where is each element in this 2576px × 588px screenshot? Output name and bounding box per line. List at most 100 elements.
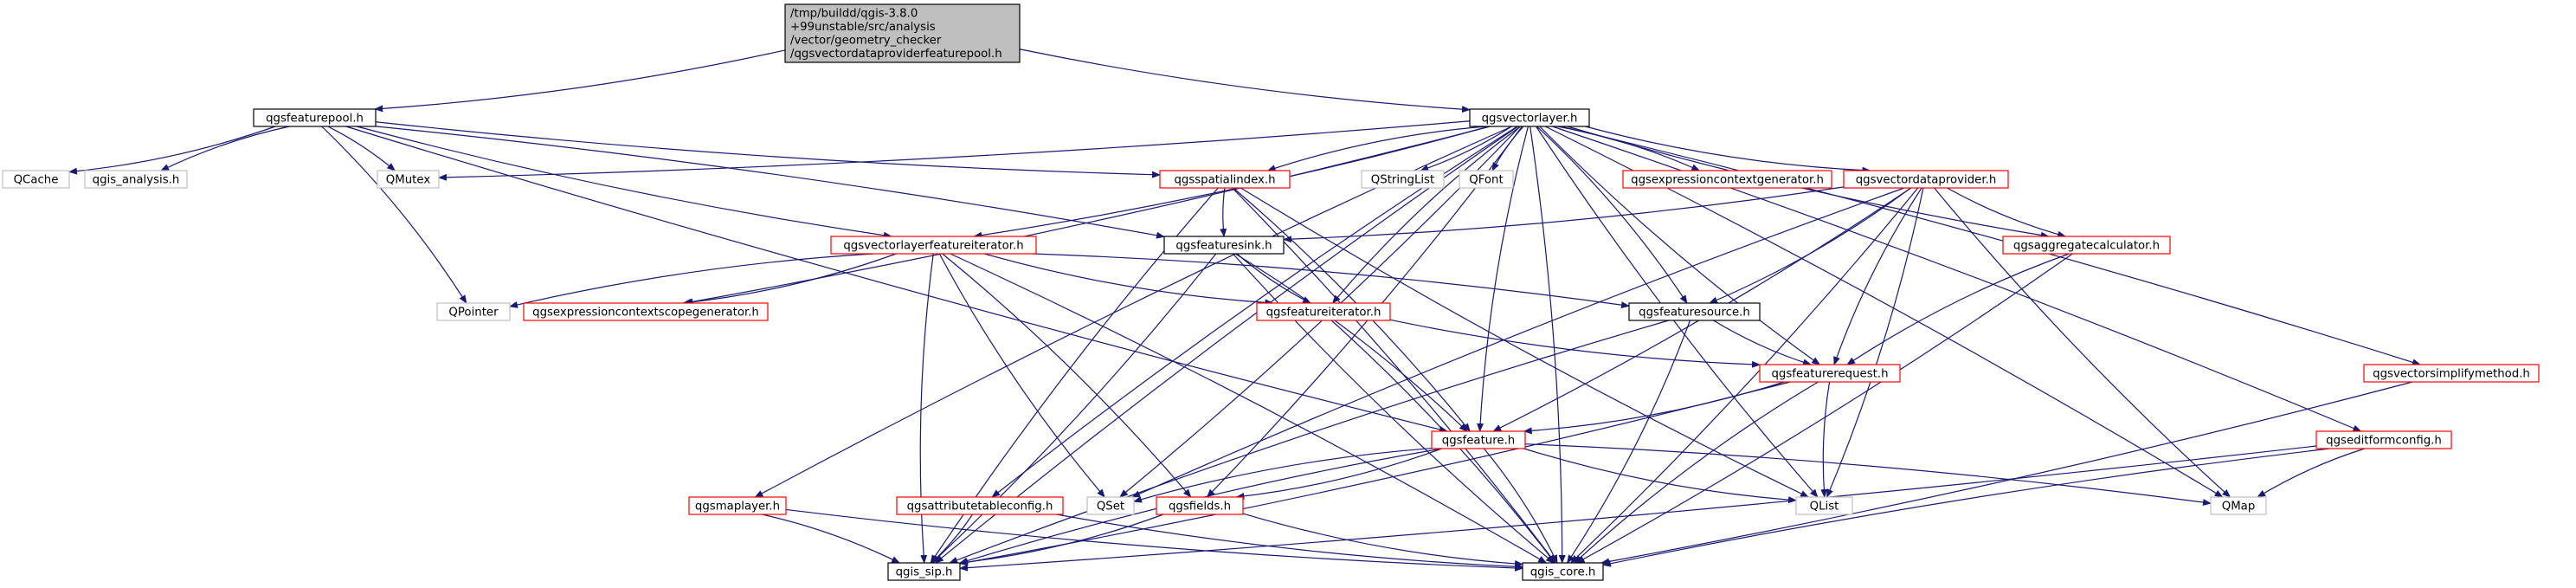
node-qgsfeatureiterator[interactable]: qgsfeatureiterator.h [1256, 302, 1391, 321]
node-label-qgsfeature: qgsfeature.h [1442, 434, 1515, 447]
node-label-qgsfeatureiterator: qgsfeatureiterator.h [1266, 306, 1381, 319]
edge-qgsvectorsimplifymethod-to-qgis_core [1600, 381, 2413, 565]
node-qcache: QCache [2, 170, 70, 189]
edge-qgsfeaturepool-to-qpointer [321, 126, 467, 304]
node-label-qgsvectordataprovider: qgsvectordataprovider.h [1856, 173, 1997, 186]
edge-qgsvectorlayer-to-qgis_core [1530, 126, 1566, 564]
edge-qgsvectorlayer-to-qmutex [438, 120, 1471, 181]
node-qgsfeature[interactable]: qgsfeature.h [1431, 430, 1526, 449]
edge-qgsvectorlayer-to-qgsfeaturerequest [1539, 126, 1821, 365]
node-box-qgsfeatureiterator [1256, 302, 1391, 321]
node-label-qgsmaplayer: qgsmaplayer.h [695, 500, 780, 513]
node-qgsfields[interactable]: qgsfields.h [1156, 496, 1244, 515]
node-box-qgis_core [1522, 562, 1604, 581]
node-qgis_sip[interactable]: qgis_sip.h [887, 562, 961, 581]
node-box-qgsvectorlayerfeatureiterator [830, 236, 1037, 255]
node-box-qgseditformconfig [2315, 430, 2452, 449]
node-qgseditformconfig[interactable]: qgseditformconfig.h [2315, 430, 2452, 449]
node-box-qgsexpressioncontextgenerator [1622, 170, 1832, 189]
node-box-qgsspatialindex [1159, 170, 1291, 189]
edge-qgsfields-to-qgis_sip [959, 514, 1164, 566]
edge-qgsfeatureiterator-to-qgsfeaturerequest [1389, 319, 1761, 368]
node-layer: /tmp/buildd/qgis-3.8.0+99unstable/src/an… [2, 3, 2540, 581]
node-qgsfeaturesource[interactable]: qgsfeaturesource.h [1628, 302, 1761, 321]
node-box-qmap [2210, 496, 2267, 515]
edge-qgsvectordataprovider-to-qgis_core [1570, 187, 1919, 564]
node-label-qmap: QMap [2222, 500, 2256, 513]
node-box-qgis_analysis [84, 170, 188, 189]
node-label-qgsfeaturepool: qgsfeaturepool.h [266, 112, 364, 125]
node-box-qgsfields [1156, 496, 1244, 515]
edge-qgsmaplayer-to-qgis_core [785, 508, 1523, 572]
edge-qgsfeaturerequest-to-qlist [1820, 381, 1831, 498]
node-box-qstringlist [1361, 170, 1445, 189]
node-qgsfeaturerequest[interactable]: qgsfeaturerequest.h [1759, 364, 1901, 383]
edge-qgsfeature-to-qset [1133, 448, 1433, 503]
edge-qgsvectordataprovider-to-qmap [1934, 187, 2231, 498]
node-qgsattributetableconfig[interactable]: qgsattributetableconfig.h [896, 496, 1064, 515]
node-qgsspatialindex[interactable]: qgsspatialindex.h [1159, 170, 1291, 189]
edge-root-to-qgsfeaturepool [374, 49, 786, 113]
node-qgsvectorlayerfeatureiterator[interactable]: qgsvectorlayerfeatureiterator.h [830, 236, 1037, 255]
node-qgsvectorlayer[interactable]: qgsvectorlayer.h [1469, 108, 1590, 127]
node-qgis_core[interactable]: qgis_core.h [1522, 562, 1604, 581]
edge-qgsspatialindex-to-qlist [1240, 187, 1810, 498]
node-box-qgis_sip [887, 562, 961, 581]
node-box-qcache [2, 170, 70, 189]
node-box-qgsmaplayer [688, 496, 787, 515]
edge-qgsvectorlayer-to-qgsfeature [1477, 126, 1529, 432]
node-label-qgsfields: qgsfields.h [1169, 500, 1231, 513]
node-label-qcache: QCache [14, 173, 59, 186]
edge-qgsfeaturesource-to-qgsfeaturerequest [1713, 320, 1812, 366]
edge-qgsfeaturesink-to-qgsfeature [1234, 253, 1468, 432]
node-root[interactable]: /tmp/buildd/qgis-3.8.0+99unstable/src/an… [784, 3, 1021, 63]
node-qfont: QFont [1459, 170, 1514, 189]
node-box-root [784, 3, 1021, 63]
edge-qgsvectorlayer-to-qgsaggregatecalculator [1567, 126, 2050, 239]
node-qgsexpressioncontextscopegenerator[interactable]: qgsexpressioncontextscopegenerator.h [523, 302, 769, 321]
node-label-qgsvectorlayer: qgsvectorlayer.h [1482, 112, 1578, 125]
edge-qgsvectorlayerfeatureiterator-to-qgsfeaturesource [1032, 253, 1630, 309]
node-box-qgsvectorsimplifymethod [2363, 364, 2540, 383]
node-qgsaggregatecalculator[interactable]: qgsaggregatecalculator.h [2002, 236, 2171, 255]
node-qgsexpressioncontextgenerator[interactable]: qgsexpressioncontextgenerator.h [1622, 170, 1832, 189]
node-label-root: /tmp/buildd/qgis-3.8.0 [790, 8, 918, 21]
edge-qgsaggregatecalculator-to-qgsfeaturerequest [1846, 253, 2070, 365]
edge-qgsvectorlayerfeatureiterator-to-qgsfeatureiterator [983, 253, 1274, 307]
node-box-qgsfeature [1431, 430, 1526, 449]
node-box-qpointer [436, 302, 511, 321]
node-qgis_analysis: qgis_analysis.h [84, 170, 188, 189]
edge-qgsvectorlayer-to-qgsvectorsimplifymethod [1560, 126, 2421, 366]
node-qgsfeaturepool[interactable]: qgsfeaturepool.h [253, 108, 377, 127]
edge-qgseditformconfig-to-qgis_core [1602, 448, 2330, 567]
node-box-qset [1086, 496, 1135, 515]
edge-qgsfields-to-qgis_core [1242, 513, 1523, 567]
node-box-qgsfeaturesink [1163, 236, 1285, 255]
edge-qgsaggregatecalculator-to-qgis_core [1575, 253, 2073, 564]
edge-qgsfeaturepool-to-qgsvectorlayerfeatureiterator [356, 126, 892, 239]
node-qgsvectorsimplifymethod[interactable]: qgsvectorsimplifymethod.h [2363, 364, 2540, 383]
edge-qgsfeature-to-qlist [1523, 448, 1797, 504]
node-qpointer: QPointer [436, 302, 511, 321]
node-label-qfont: QFont [1469, 173, 1503, 186]
node-label-qgsfeaturesink: qgsfeaturesink.h [1175, 239, 1272, 252]
node-box-qgsfeaturerequest [1759, 364, 1901, 383]
edge-qgsfeaturerequest-to-qgis_core [1574, 381, 1819, 564]
edge-qgsspatialindex-to-qgsfeaturesink [1220, 187, 1227, 237]
node-label-qgsattributetableconfig: qgsattributetableconfig.h [907, 500, 1053, 513]
edge-qgsvectorlayerfeatureiterator-to-qpointer [509, 253, 874, 308]
edge-qgsfeaturepool-to-qgsfeaturesink [375, 126, 1165, 239]
node-label-qgsfeaturerequest: qgsfeaturerequest.h [1771, 367, 1888, 380]
node-box-qgsvectorlayer [1469, 108, 1590, 127]
node-qgsvectordataprovider[interactable]: qgsvectordataprovider.h [1843, 170, 2009, 189]
edge-qgsvectorlayer-to-qgsexpressioncontextgenerator [1557, 126, 1701, 171]
node-box-qfont [1459, 170, 1514, 189]
node-label-qlist: QList [1810, 500, 1839, 513]
node-qgsmaplayer[interactable]: qgsmaplayer.h [688, 496, 787, 515]
edge-qgsvectorlayer-to-qgsfeaturesource [1536, 126, 1688, 304]
edge-root-to-qgsvectorlayer [1019, 48, 1471, 113]
node-qgsfeaturesink[interactable]: qgsfeaturesink.h [1163, 236, 1285, 255]
node-box-qgsattributetableconfig [896, 496, 1064, 515]
node-qset: QSet [1086, 496, 1135, 515]
